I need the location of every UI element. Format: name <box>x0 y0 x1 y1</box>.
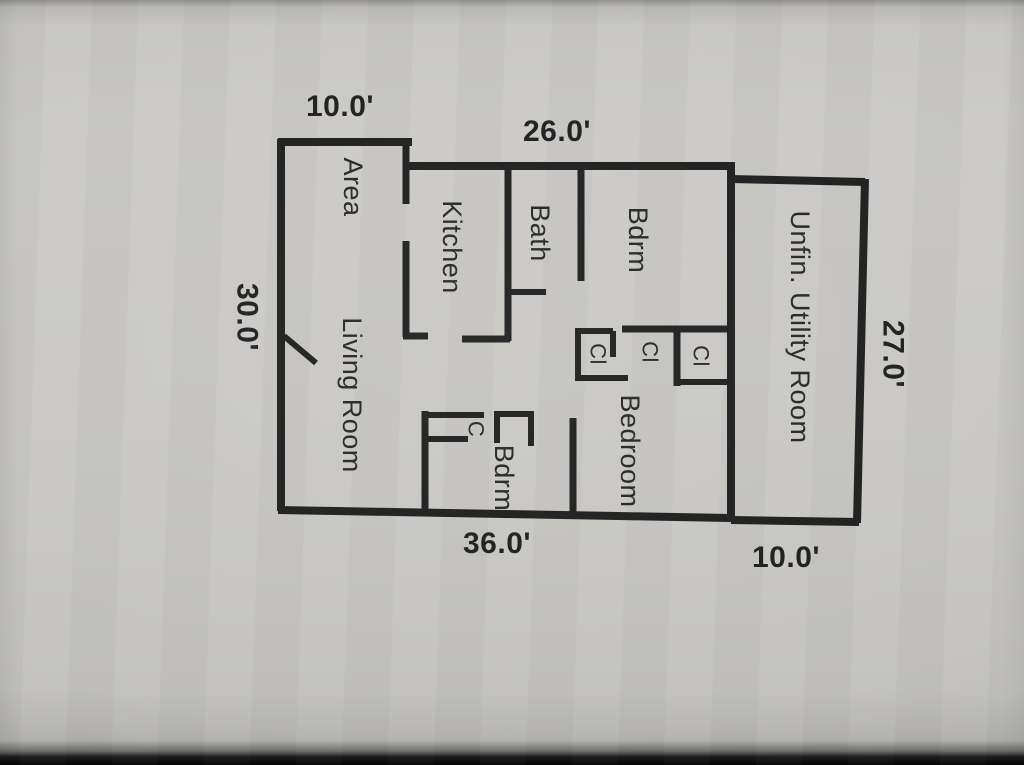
dimension-top: 26.0' <box>523 115 591 148</box>
label-bdrm-top: Bdrm <box>623 207 653 274</box>
entry-door-leaf <box>282 333 318 366</box>
label-closet-c: C <box>464 421 489 437</box>
label-area: Area <box>338 157 368 217</box>
label-closet-1: Cl <box>586 343 611 365</box>
dimension-left: 30.0' <box>231 283 264 351</box>
wall-utility-right <box>853 178 869 524</box>
label-kitchen: Kitchen <box>437 200 467 294</box>
wall-utility-top <box>730 175 866 186</box>
door-swing <box>282 333 318 366</box>
interior-walls <box>402 142 585 515</box>
label-bath: Bath <box>525 204 555 262</box>
wall-bottom-main <box>277 506 732 522</box>
label-bedroom: Bedroom <box>615 394 645 507</box>
dimension-top-left: 10.0' <box>306 90 374 123</box>
dimension-right: 27.0' <box>877 320 910 388</box>
dimension-bottom: 36.0' <box>463 527 531 560</box>
dimension-bottom-right: 10.0' <box>752 541 820 574</box>
exterior-walls <box>277 138 869 526</box>
label-closet-3: Cl <box>689 345 714 367</box>
wall-bdrm-door-jamb <box>494 411 534 446</box>
closet-walls <box>575 325 731 386</box>
wall-utility-bottom <box>730 516 860 526</box>
label-bdrm-lower: Bdrm <box>489 445 519 512</box>
label-living-room: Living Room <box>337 317 367 473</box>
label-closet-2: Cl <box>638 341 663 363</box>
label-utility-room: Unfin. Utility Room <box>785 210 815 443</box>
